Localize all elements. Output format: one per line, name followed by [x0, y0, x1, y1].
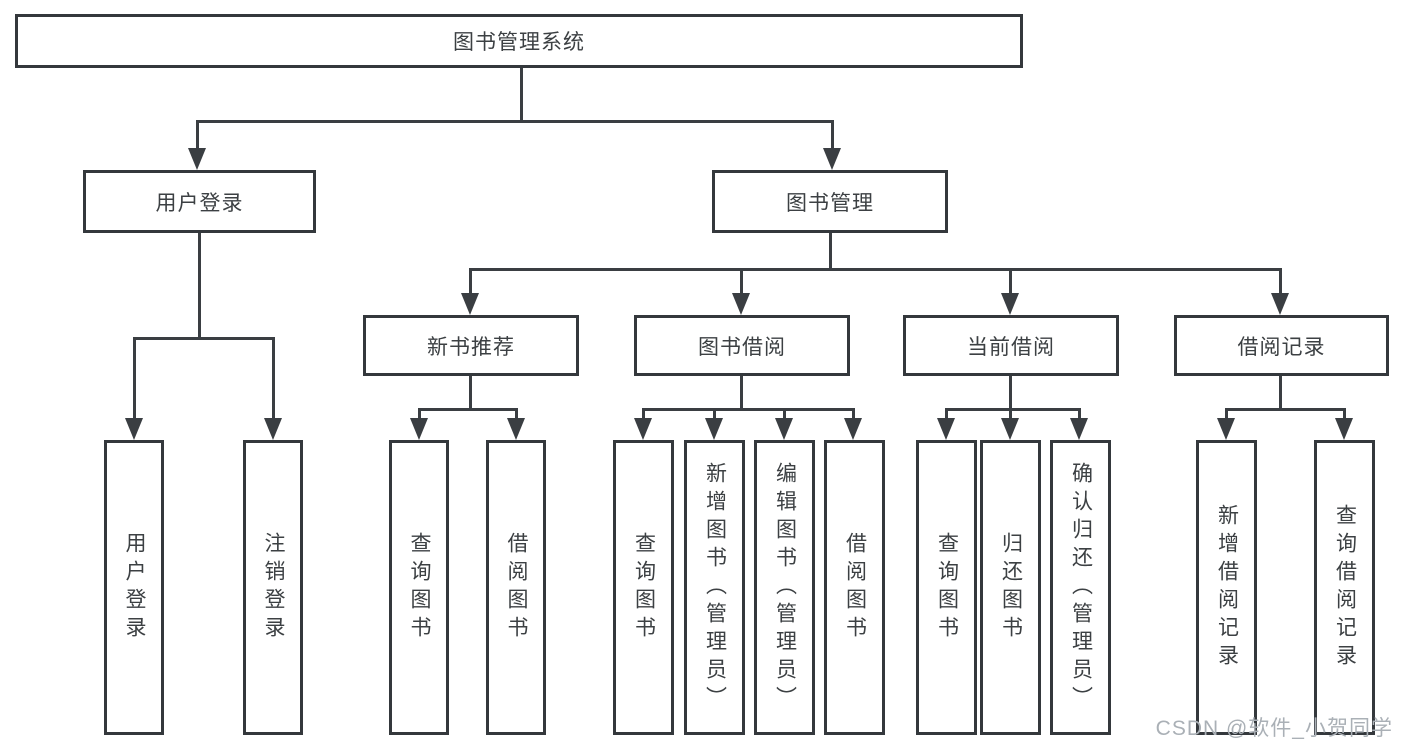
connector-stem-leaf	[852, 408, 855, 422]
node-book-management-label: 图书管理	[786, 191, 874, 215]
connector-newbook-drop	[469, 376, 472, 411]
leaf-borrow-books-recommend: 借阅图书	[486, 440, 546, 735]
connector-stem-leaf	[418, 408, 421, 422]
leaf-label: 借阅图书	[505, 531, 528, 644]
connector-bookborrow-branch	[642, 408, 855, 411]
arrow-down-icon	[188, 148, 206, 170]
arrow-down-icon	[1001, 418, 1019, 440]
connector-stem-leaf	[272, 337, 275, 422]
node-root-label: 图书管理系统	[453, 31, 585, 54]
leaf-label: 编辑图书（管理员）	[773, 461, 797, 714]
connector-stem-leaf	[1225, 408, 1228, 422]
leaf-label: 查询图书	[632, 531, 656, 644]
leaf-edit-books-admin: 编辑图书（管理员）	[754, 440, 815, 735]
leaf-borrow-books: 借阅图书	[824, 440, 885, 735]
connector-stem-leaf	[1078, 408, 1081, 422]
connector-stem-bookborrow	[740, 268, 743, 296]
node-new-book-recommend-label: 新书推荐	[427, 335, 515, 359]
arrow-down-icon	[775, 418, 793, 440]
leaf-return-books: 归还图书	[980, 440, 1041, 735]
node-root: 图书管理系统	[15, 14, 1023, 68]
arrow-down-icon	[264, 418, 282, 440]
leaf-add-borrow-record: 新增借阅记录	[1196, 440, 1257, 735]
connector-stem-leaf	[1009, 408, 1012, 422]
leaf-query-borrow-record: 查询借阅记录	[1314, 440, 1375, 735]
connector-stem-leaf	[133, 337, 136, 422]
arrow-down-icon	[125, 418, 143, 440]
leaf-label: 查询借阅记录	[1333, 503, 1357, 672]
csdn-watermark: CSDN @软件_小贺同学	[1155, 717, 1393, 740]
arrow-down-icon	[823, 148, 841, 170]
leaf-user-login: 用户登录	[104, 440, 164, 735]
connector-newbook-branch	[418, 408, 518, 411]
leaf-logout: 注销登录	[243, 440, 303, 735]
arrow-down-icon	[1217, 418, 1235, 440]
leaf-confirm-return-admin: 确认归还（管理员）	[1050, 440, 1111, 735]
connector-stem-leaf	[945, 408, 948, 422]
connector-borrowrecords-drop	[1279, 376, 1282, 411]
arrow-down-icon	[507, 418, 525, 440]
node-book-borrow-label: 图书借阅	[698, 335, 786, 359]
leaf-label: 借阅图书	[843, 531, 867, 644]
connector-root-drop	[520, 66, 523, 122]
node-borrow-records-label: 借阅记录	[1237, 335, 1326, 359]
leaf-label: 查询图书	[408, 531, 431, 644]
leaf-query-books: 查询图书	[613, 440, 674, 735]
arrow-down-icon	[844, 418, 862, 440]
node-borrow-records: 借阅记录	[1174, 315, 1389, 376]
connector-stem-currentborrow	[1009, 268, 1012, 296]
leaf-query-books-current: 查询图书	[916, 440, 977, 735]
arrow-down-icon	[705, 418, 723, 440]
arrow-down-icon	[1335, 418, 1353, 440]
node-current-borrow-label: 当前借阅	[967, 335, 1055, 359]
connector-stem-newbook	[469, 268, 472, 296]
connector-stem-leaf	[515, 408, 518, 422]
arrow-down-icon	[410, 418, 428, 440]
connector-level2-branch	[469, 268, 1282, 271]
connector-bookborrow-drop	[740, 376, 743, 411]
leaf-label: 新增图书（管理员）	[703, 461, 727, 714]
connector-stem-user-login	[196, 120, 199, 154]
leaf-label: 用户登录	[123, 531, 146, 644]
leaf-label: 确认归还（管理员）	[1069, 461, 1093, 714]
connector-bookmgmt-drop	[829, 233, 832, 270]
connector-userlogin-branch	[133, 337, 275, 340]
node-book-management: 图书管理	[712, 170, 948, 233]
leaf-label: 归还图书	[999, 531, 1023, 644]
arrow-down-icon	[1070, 418, 1088, 440]
leaf-add-books-admin: 新增图书（管理员）	[684, 440, 745, 735]
connector-stem-book-management	[831, 120, 834, 154]
connector-borrowrecords-branch	[1225, 408, 1345, 411]
connector-userlogin-drop	[198, 233, 201, 340]
connector-currentborrow-drop	[1009, 376, 1012, 411]
arrow-down-icon	[634, 418, 652, 440]
connector-stem-leaf	[713, 408, 716, 422]
connector-stem-leaf	[1343, 408, 1346, 422]
node-user-login: 用户登录	[83, 170, 316, 233]
connector-stem-leaf	[783, 408, 786, 422]
node-current-borrow: 当前借阅	[903, 315, 1119, 376]
node-new-book-recommend: 新书推荐	[363, 315, 579, 376]
arrow-down-icon	[732, 293, 750, 315]
node-user-login-label: 用户登录	[155, 191, 244, 215]
node-book-borrow: 图书借阅	[634, 315, 850, 376]
arrow-down-icon	[1001, 293, 1019, 315]
arrow-down-icon	[461, 293, 479, 315]
arrow-down-icon	[937, 418, 955, 440]
leaf-label: 查询图书	[935, 531, 959, 644]
connector-stem-borrowrecords	[1279, 268, 1282, 296]
leaf-query-books-recommend: 查询图书	[389, 440, 449, 735]
leaf-label: 新增借阅记录	[1215, 503, 1239, 672]
connector-currentborrow-branch	[945, 408, 1081, 411]
connector-stem-leaf	[642, 408, 645, 422]
connector-level1-branch	[197, 120, 834, 123]
leaf-label: 注销登录	[262, 531, 285, 644]
arrow-down-icon	[1271, 293, 1289, 315]
